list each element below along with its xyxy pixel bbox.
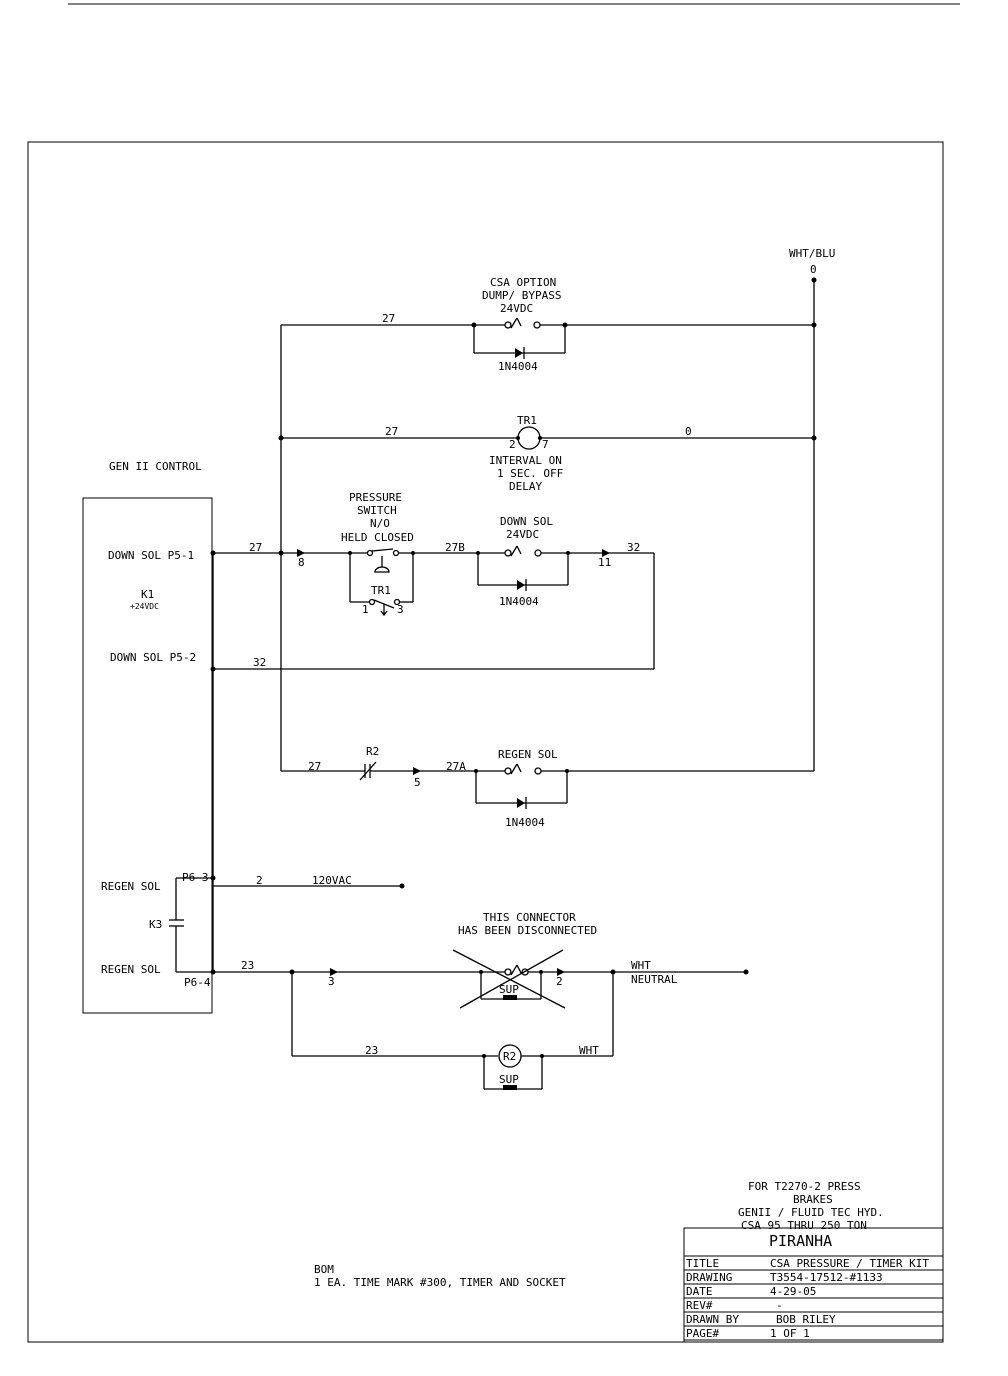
tr1-pin3-label: 3 [397, 603, 404, 616]
regen-sol-label: REGEN SOL [498, 748, 558, 761]
csa-option-diode-label: 1N4004 [498, 360, 538, 373]
footer-for-line1: FOR T2270-2 PRESS [748, 1180, 861, 1193]
footer-for-line2: BRAKES [793, 1193, 833, 1206]
r2-coil-circuit [291, 972, 614, 1090]
footer-for-line4: CSA 95 THRU 250 TON [741, 1219, 867, 1232]
title-block-page-label: PAGE# [686, 1327, 719, 1340]
supply-wire-label: 0 [810, 263, 817, 276]
csa-option-wire-label: 27 [382, 312, 395, 325]
sup-lower-label: SUP [499, 1073, 519, 1086]
tr1-pin1-label: 1 [362, 603, 369, 616]
title-block-drawing-value: T3554-17512-#1133 [770, 1271, 883, 1284]
title-block-date-value: 4-29-05 [770, 1285, 816, 1298]
neutral-label: NEUTRAL [631, 973, 678, 986]
down-sol-wire-out-label: 32 [627, 541, 640, 554]
neutral-note-line2: HAS BEEN DISCONNECTED [458, 924, 597, 937]
ac-supply-label: 120VAC [312, 874, 352, 887]
title-block-drawn-by-value: BOB RILEY [776, 1313, 836, 1326]
title-block [683, 1227, 944, 1343]
timer-wire-right-label: 0 [685, 425, 692, 438]
k3-label: K3 [149, 918, 162, 931]
timer-coil [281, 426, 814, 450]
timer-line2: 1 SEC. OFF [497, 467, 563, 480]
pressure-switch-line1: PRESSURE [349, 491, 402, 504]
csa-option-line2: DUMP/ BYPASS [482, 289, 561, 302]
down-sol-wire-27b: 27B [445, 541, 465, 554]
timer-pin-right-label: 7 [542, 438, 549, 451]
title-block-rev-value: - [776, 1299, 783, 1312]
lower-wht-label: WHT [579, 1044, 599, 1057]
neutral-wht-label: WHT [631, 959, 651, 972]
csa-option-line1: CSA OPTION [490, 276, 556, 289]
neutral-terminal-3: 3 [328, 975, 335, 988]
regen-relay-label: R2 [366, 745, 379, 758]
ac-supply-wire [213, 883, 405, 889]
down-sol-circuit [213, 545, 655, 670]
k1-voltage-label: +24VDC [130, 602, 159, 611]
regen-sol-circuit [281, 761, 814, 809]
neutral-terminal-2: 2 [556, 975, 563, 988]
down-sol-line2: 24VDC [506, 528, 539, 541]
title-block-drawn-by-label: DRAWN BY [686, 1313, 739, 1326]
down-sol-p5-2-label: DOWN SOL P5-2 [110, 651, 196, 664]
down-sol-wire-return-label: 32 [253, 656, 266, 669]
title-block-rev-label: REV# [686, 1299, 713, 1312]
down-sol-wire-in-label: 27 [249, 541, 262, 554]
footer-for-line3: GENII / FLUID TEC HYD. [738, 1206, 884, 1219]
pressure-switch-line2: SWITCH [357, 504, 397, 517]
down-sol-p5-1-label: DOWN SOL P5-1 [108, 549, 194, 562]
k1-label: K1 [141, 588, 154, 601]
neutral-wire-23-label: 23 [241, 959, 254, 972]
supply-label: WHT/BLU [789, 247, 835, 260]
drawing-border [27, 141, 944, 1343]
r2-coil-label: R2 [503, 1050, 516, 1063]
timer-name-label: TR1 [517, 414, 537, 427]
pressure-switch-line3: N/O [370, 517, 390, 530]
disconnected-connector [213, 949, 749, 1009]
title-block-drawing-label: DRAWING [686, 1271, 732, 1284]
regen-wire-27a: 27A [446, 760, 466, 773]
bom-title: BOM [314, 1263, 334, 1276]
csa-option-line3: 24VDC [500, 302, 533, 315]
regen-diode-label: 1N4004 [505, 816, 545, 829]
lower-wire-23-label: 23 [365, 1044, 378, 1057]
timer-pin-left-label: 2 [509, 438, 516, 451]
csa-option-solenoid [281, 317, 814, 359]
down-sol-line1: DOWN SOL [500, 515, 553, 528]
sup-crossed-label: SUP [499, 983, 519, 996]
regen-wire-in-label: 27 [308, 760, 321, 773]
regen-sol-p6-3-label: REGEN SOL [101, 880, 161, 893]
timer-wire-left-label: 27 [385, 425, 398, 438]
gen-ii-control-label: GEN II CONTROL [109, 460, 202, 473]
timer-line3: DELAY [509, 480, 542, 493]
bom-item: 1 EA. TIME MARK #300, TIMER AND SOCKET [314, 1276, 566, 1289]
ac-wire-label: 2 [256, 874, 263, 887]
k3-contact [169, 877, 212, 973]
title-block-title-value: CSA PRESSURE / TIMER KIT [770, 1257, 929, 1270]
title-block-page-value: 1 OF 1 [770, 1327, 810, 1340]
gen-ii-control-box [82, 497, 213, 1014]
title-block-company: PIRANHA [769, 1232, 832, 1250]
power-rails [210, 277, 817, 975]
neutral-note-line1: THIS CONNECTOR [483, 911, 576, 924]
regen-sol-p6-4-label: REGEN SOL [101, 963, 161, 976]
p6-4-label: P6-4 [184, 976, 211, 989]
pressure-switch-line4: HELD CLOSED [341, 531, 414, 544]
timer-line1: INTERVAL ON [489, 454, 562, 467]
regen-terminal-5: 5 [414, 776, 421, 789]
down-sol-terminal-8: 8 [298, 556, 305, 569]
tr1-contact-label: TR1 [371, 584, 391, 597]
title-block-title-label: TITLE [686, 1257, 719, 1270]
down-sol-terminal-11: 11 [598, 556, 611, 569]
title-block-date-label: DATE [686, 1285, 713, 1298]
down-sol-diode-label: 1N4004 [499, 595, 539, 608]
